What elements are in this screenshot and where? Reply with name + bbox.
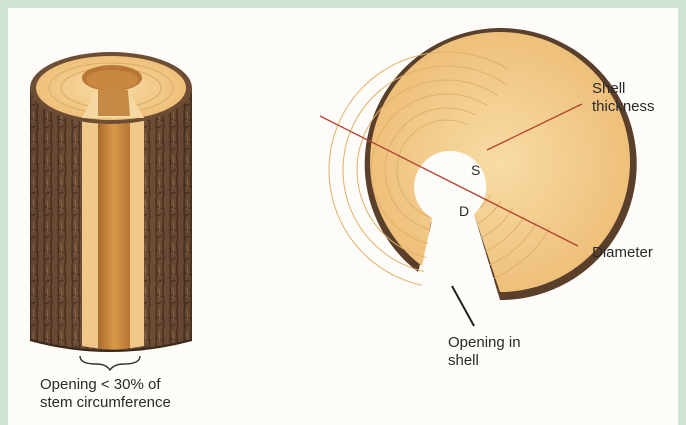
opening-line2: shell [448,352,521,370]
hollow-stem-illustration [30,52,192,370]
stem-hollow [98,112,130,350]
opening-brace [80,356,140,370]
shell-thickness-line2: thickness [592,98,655,116]
left-caption: Opening < 30% of stem circumference [40,376,171,412]
left-caption-line1: Opening < 30% of [40,376,171,394]
section-wood [370,32,630,292]
letter-s: S [471,162,480,178]
shell-thickness-label: Shell thickness [592,80,655,116]
letter-d: D [459,203,469,219]
shell-thickness-line1: Shell [592,80,655,98]
opening-line1: Opening in [448,334,521,352]
opening-label: Opening in shell [448,334,521,370]
left-caption-line2: stem circumference [40,394,171,412]
diameter-label: Diameter [592,244,653,262]
